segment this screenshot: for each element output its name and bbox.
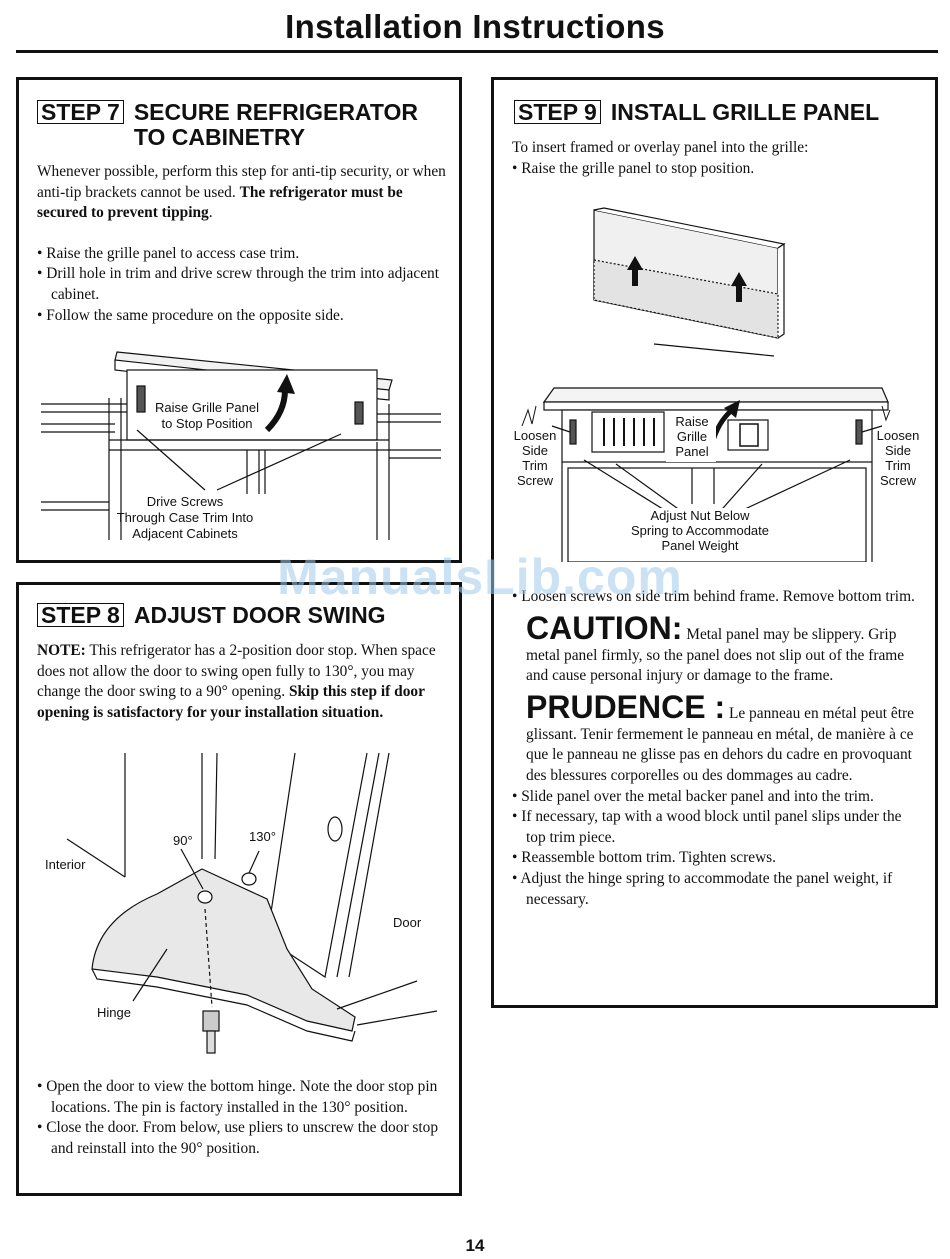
step7-figure: Raise Grille Panel to Stop Position Driv… (41, 351, 441, 542)
step9-heading: STEP 9 INSTALL GRILLE PANEL (514, 100, 879, 125)
step8-panel: STEP 8 ADJUST DOOR SWING NOTE: This refr… (16, 582, 462, 1196)
step9-bullet-hinge: • Adjust the hinge spring to accommodate… (512, 869, 893, 908)
step8-bullets: • Open the door to view the bottom hinge… (37, 1077, 449, 1159)
step9-label-adjust-1: Adjust Nut Below (651, 508, 751, 523)
step9-label-loosen-right-4: Screw (880, 473, 917, 488)
step8-note-bold: Skip this step if door opening is satisf… (37, 683, 425, 721)
step8-figure: 90° 130° Interior Door Hinge (45, 752, 438, 1054)
step7-title: SECURE REFRIGERATOR TO CABINETRY (134, 100, 418, 150)
step9-label-raise-1: Raise (675, 414, 708, 429)
step9-label-loosen-right-3: Trim (885, 458, 911, 473)
step8-label-90: 90° (173, 833, 193, 848)
step7-intro-end: . (208, 204, 213, 222)
step8-bullet-2: • Close the door. From below, use pliers… (37, 1119, 439, 1157)
step7-title-line2: TO CABINETRY (133, 124, 306, 150)
step9-label-adjust-3: Panel Weight (661, 538, 738, 553)
step9-caution-text: Metal panel may be slippery. Grip metal … (526, 625, 905, 685)
step9-figure-panel (593, 207, 786, 357)
step8-note-label: NOTE: (37, 642, 86, 659)
step8-label-interior: Interior (45, 857, 86, 872)
step8-title: ADJUST DOOR SWING (133, 602, 386, 628)
step9-bullet-reassemble: • Reassemble bottom trim. Tighten screws… (512, 849, 777, 867)
step8-label-130: 130° (249, 829, 276, 844)
step8-note-text: This refrigerator has a 2-position door … (37, 642, 436, 701)
step8-label-hinge: Hinge (97, 1005, 131, 1020)
step7-title-line1: SECURE REFRIGERATOR (133, 99, 418, 125)
step9-label-loosen-left-3: Trim (522, 458, 548, 473)
page-number: 14 (465, 1236, 485, 1255)
step9-figure-grille: Raise Grille Panel Loosen Side Trim Scre… (514, 387, 920, 562)
step7-tag: STEP 7 (37, 100, 124, 124)
step9-label-adjust-2: Spring to Accommodate (631, 523, 769, 538)
step9-bullet-loosen: • Loosen screws on side trim behind fram… (512, 588, 915, 605)
step9-tag: STEP 9 (514, 100, 601, 124)
step8-label-door: Door (393, 915, 422, 930)
page-title: Installation Instructions (285, 8, 665, 45)
step9-prudence-text: Le panneau en métal peut être glissant. … (526, 704, 914, 784)
step7-label-drive-2: Through Case Trim Into (117, 510, 254, 525)
step9-bullet-tap: • If necessary, tap with a wood block un… (512, 808, 902, 846)
step7-intro: Whenever possible, perform this step for… (37, 162, 449, 224)
step9-label-loosen-left-1: Loosen (514, 428, 557, 443)
step7-heading: STEP 7 SECURE REFRIGERATOR TO CABINETRY (37, 100, 418, 150)
step8-note: NOTE: This refrigerator has a 2-position… (37, 641, 449, 723)
step9-label-loosen-left-4: Screw (517, 473, 554, 488)
step7-bullet-3: • Follow the same procedure on the oppos… (37, 306, 344, 324)
step8-bullet-1: • Open the door to view the bottom hinge… (37, 1078, 438, 1116)
step7-bullet-1: • Raise the grille panel to access case … (37, 244, 300, 262)
step9-bullet-raise: • Raise the grille panel to stop positio… (512, 159, 755, 177)
step9-label-loosen-left-2: Side (522, 443, 548, 458)
step9-label-raise-3: Panel (675, 444, 708, 459)
step9-intro: To insert framed or overlay panel into t… (512, 139, 809, 156)
step7-label-drive-1: Drive Screws (147, 494, 224, 509)
step8-heading: STEP 8 ADJUST DOOR SWING (37, 603, 386, 628)
step7-panel: STEP 7 SECURE REFRIGERATOR TO CABINETRY … (16, 77, 462, 563)
step8-tag: STEP 8 (37, 603, 124, 627)
title-rule (16, 50, 938, 53)
step9-panel: STEP 9 INSTALL GRILLE PANEL To insert fr… (491, 77, 938, 1008)
step9-label-loosen-right-2: Side (885, 443, 911, 458)
step9-intro-block: To insert framed or overlay panel into t… (512, 138, 924, 179)
step7-intro-bold: The refrigerator must be secured to prev… (37, 183, 403, 222)
step7-label-raise-2: to Stop Position (161, 416, 252, 431)
step7-bullet-2: • Drill hole in trim and drive screw thr… (37, 265, 440, 303)
step9-title: INSTALL GRILLE PANEL (610, 99, 880, 125)
step9-text: • Loosen screws on side trim behind fram… (512, 587, 924, 910)
step7-text: Whenever possible, perform this step for… (37, 162, 449, 326)
step7-label-raise-1: Raise Grille Panel (155, 400, 259, 415)
step7-label-drive-3: Adjacent Cabinets (132, 526, 238, 541)
step9-label-raise-2: Grille (677, 429, 707, 444)
step9-label-loosen-right-1: Loosen (877, 428, 920, 443)
step9-caution-word: CAUTION: (526, 609, 683, 646)
step9-prudence: PRUDENCE : Le panneau en métal peut être… (512, 689, 924, 787)
step9-prudence-word: PRUDENCE : (526, 688, 726, 725)
step7-intro-text: Whenever possible, perform this step for… (37, 163, 446, 201)
step9-bullet-slide: • Slide panel over the metal backer pane… (512, 787, 874, 805)
step9-caution: CAUTION: Metal panel may be slippery. Gr… (512, 610, 924, 687)
